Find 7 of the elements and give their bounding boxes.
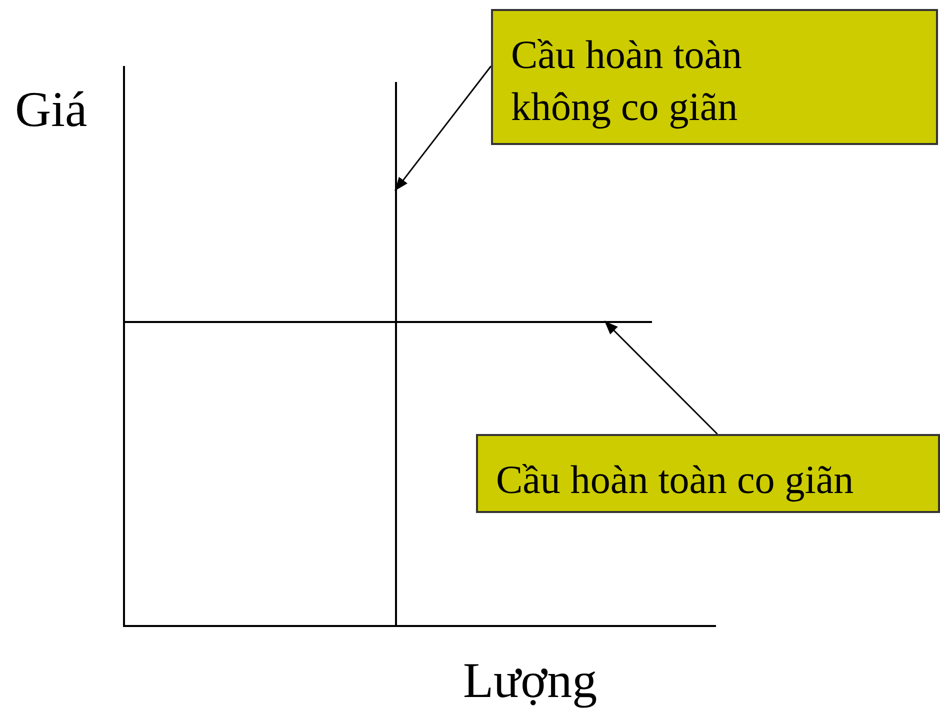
demand-line <box>124 321 652 323</box>
leader-arrow <box>604 320 718 435</box>
leader-arrow <box>394 66 492 192</box>
callout-box: Cầu hoàn toàn không co giãn <box>491 9 938 145</box>
demand-line <box>395 82 397 626</box>
axis-label: Giá <box>15 84 88 134</box>
callout-box: Cầu hoàn toàn co giãn <box>476 434 940 513</box>
